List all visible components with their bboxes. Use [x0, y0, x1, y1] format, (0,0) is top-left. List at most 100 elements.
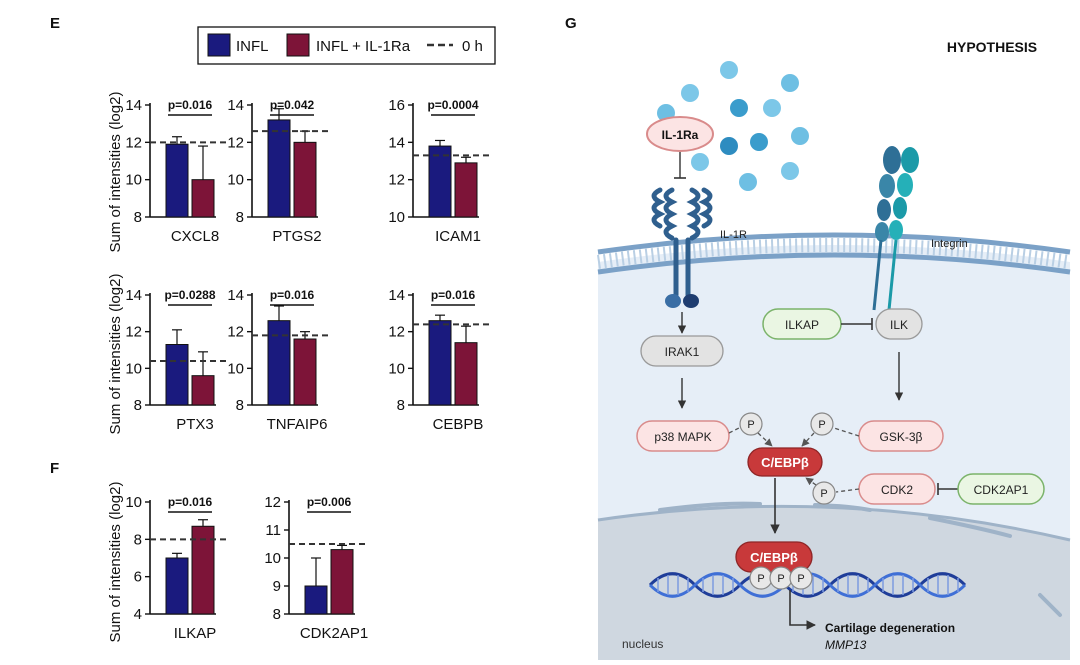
bar-infl [165, 557, 189, 615]
arrow-p-to-cebpb-right [801, 432, 815, 447]
p-value-label: p=0.0004 [427, 98, 478, 112]
gene-label: CXCL8 [171, 228, 219, 245]
cdk2-to-p-dash [835, 488, 860, 493]
y-tick-label: 14 [227, 287, 244, 304]
gene-label: ILKAP [174, 625, 217, 642]
y-tick-label: 10 [264, 550, 281, 567]
gene-label: PTGS2 [272, 228, 321, 245]
phospho-site-3 [789, 566, 813, 590]
cell-membrane [597, 232, 1071, 275]
y-tick-label: 12 [264, 494, 281, 511]
p38-node [636, 420, 730, 452]
y-tick-label: 11 [265, 522, 281, 539]
y-tick-label: 14 [125, 97, 142, 114]
phospho-site-1-label: P [757, 573, 764, 585]
bar-infl [304, 585, 328, 615]
y-tick-label: 10 [388, 209, 405, 226]
legend-label-infl-il1ra: INFL + IL-1Ra [316, 38, 411, 55]
gsk-label: GSK-3β [880, 430, 923, 444]
il1r-intracellular-right [683, 294, 699, 308]
y-tick-label: 10 [227, 360, 244, 377]
y-tick-label: 9 [273, 578, 281, 595]
y-tick-label: 6 [134, 569, 142, 586]
y-tick-label: 12 [227, 324, 244, 341]
cebpb-node [747, 447, 823, 477]
y-tick-label: 10 [388, 360, 405, 377]
y-tick-label: 12 [388, 324, 405, 341]
y-tick-label: 10 [125, 494, 142, 511]
phospho-site-3-label: P [797, 573, 804, 585]
bar-infl-il1ra [454, 162, 478, 218]
nuclear-envelope-inner [658, 501, 1062, 617]
phospho-cdk2-marker [812, 481, 836, 505]
phospho-gsk-label: P [818, 419, 825, 431]
p-value-label: p=0.042 [270, 98, 315, 112]
gene-label: CDK2AP1 [300, 625, 368, 642]
irak1-node [640, 335, 724, 367]
bar-infl [428, 320, 452, 406]
y-axis-label-row3: Sum of intensities (log2) [107, 482, 124, 643]
gene-label: PTX3 [176, 416, 214, 433]
y-tick-label: 8 [134, 397, 142, 414]
p-value-label: p=0.016 [431, 288, 476, 302]
il1ra-label: IL-1Ra [662, 128, 699, 142]
outcome-label: Cartilage degeneration [825, 621, 955, 635]
y-tick-label: 16 [388, 97, 405, 114]
y-tick-label: 10 [125, 360, 142, 377]
phospho-p38-label: P [747, 419, 754, 431]
phospho-gsk-marker [810, 412, 834, 436]
p-value-label: p=0.016 [270, 288, 315, 302]
ilk-label: ILK [890, 318, 908, 332]
y-tick-label: 12 [227, 134, 244, 151]
y-tick-label: 10 [125, 172, 142, 189]
p38-label: p38 MAPK [654, 430, 711, 444]
irak1-label: IRAK1 [665, 345, 700, 359]
diagram-title: HYPOTHESIS [947, 39, 1037, 55]
y-tick-label: 8 [397, 397, 405, 414]
arrow-p-to-cebpb-left [757, 432, 773, 447]
y-tick-label: 14 [227, 97, 244, 114]
il1r-receptor [651, 187, 713, 298]
gene-label: ICAM1 [435, 228, 481, 245]
y-tick-label: 8 [273, 606, 281, 623]
bar-infl-il1ra [330, 549, 354, 615]
legend: INFL INFL + IL-1Ra 0 h [197, 26, 496, 65]
legend-box [197, 26, 496, 65]
bar-infl-il1ra [293, 141, 317, 218]
phospho-site-2-label: P [777, 573, 784, 585]
y-tick-label: 8 [236, 209, 244, 226]
y-tick-label: 8 [236, 397, 244, 414]
arrow-p-to-cebpb-lower [805, 477, 817, 486]
bar-infl-il1ra [454, 342, 478, 406]
p38-to-p-dash [728, 427, 740, 434]
cdk2ap1-node [957, 473, 1045, 505]
hypothesis-diagram: HYPOTHESIS nucleus [597, 35, 1071, 660]
bar-infl-il1ra [293, 338, 317, 406]
y-axis-label-row2: Sum of intensities (log2) [107, 274, 124, 435]
p-value-label: p=0.016 [168, 98, 213, 112]
bar-infl-il1ra [191, 179, 215, 218]
y-axis-label-row1: Sum of intensities (log2) [107, 92, 124, 253]
cdk2-label: CDK2 [881, 483, 913, 497]
outcome-gene-label: MMP13 [825, 638, 867, 652]
panel-label-g: G [565, 15, 577, 32]
gsk-to-p-dash [833, 427, 860, 437]
nucleus-label: nucleus [622, 637, 663, 651]
panel-label-f: F [50, 460, 59, 477]
il1ra-node [646, 116, 714, 152]
cebpb-nuclear-label: C/EBPβ [750, 550, 798, 565]
y-tick-label: 14 [125, 287, 142, 304]
p-value-label: p=0.006 [307, 495, 352, 509]
integrin-label: Integrin [931, 238, 968, 250]
y-tick-label: 10 [227, 172, 244, 189]
bar-infl [428, 145, 452, 218]
